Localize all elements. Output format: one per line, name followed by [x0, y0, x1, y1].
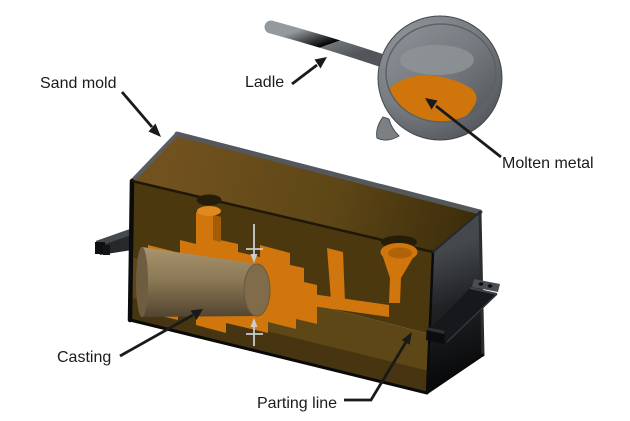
arrow-sand-mold: [120, 91, 161, 137]
pouring-cup: [388, 247, 412, 259]
bowl-rim: [385, 23, 497, 123]
left-clamp-bracket: [95, 227, 138, 255]
sand-mold-illustration: [95, 131, 500, 395]
mold-edges: [127, 131, 485, 395]
centerline-pins: [246, 224, 263, 346]
ladle-handle: [264, 20, 399, 71]
arrow-casting: [119, 309, 203, 358]
arrow-ladle: [291, 57, 327, 86]
label-casting: Casting: [57, 349, 111, 366]
label-ladle: Ladle: [245, 74, 284, 91]
mold-top-face: [132, 134, 480, 252]
bowl-reflection: [400, 45, 474, 75]
mold-right-face: [427, 212, 483, 393]
label-parting-line: Parting line: [257, 395, 337, 412]
casting-cylinder: [136, 247, 271, 317]
annotations: Sand mold Ladle Molten metal Casting Par…: [40, 57, 594, 412]
riser-stub: [197, 206, 221, 242]
ladle-illustration: [264, 15, 503, 141]
arrow-parting-line: [344, 332, 412, 402]
label-molten-metal: Molten metal: [502, 155, 594, 172]
arrow-molten-metal: [425, 98, 502, 159]
riser-opening: [196, 194, 222, 206]
ladle-spout: [376, 116, 400, 141]
right-clamp-bracket: [426, 279, 500, 344]
gating-system: [298, 243, 418, 317]
label-sand-mold: Sand mold: [40, 75, 117, 92]
